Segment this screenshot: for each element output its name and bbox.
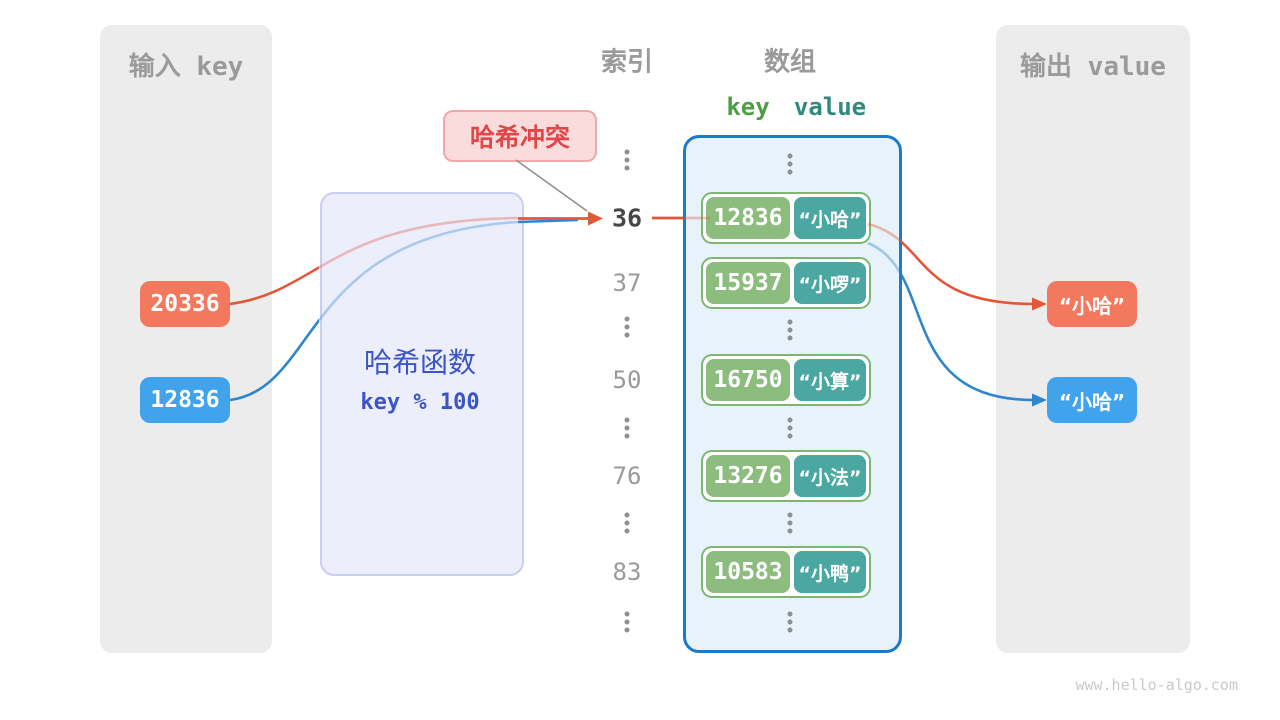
- index-50: 50: [612, 366, 642, 394]
- index-76: 76: [612, 462, 642, 490]
- hash-collision-label: 哈希冲突: [443, 110, 597, 162]
- ellipsis-dots: [787, 512, 793, 534]
- ellipsis-dots: [624, 316, 630, 338]
- row-value: “小算”: [794, 359, 866, 401]
- row-key: 12836: [706, 197, 790, 239]
- ellipsis-dots: [787, 319, 793, 341]
- row-key: 16750: [706, 359, 790, 401]
- row-value: “小哈”: [794, 197, 866, 239]
- ellipsis-dots: [787, 611, 793, 633]
- input-key-12836: 12836: [140, 377, 230, 423]
- hash-function-formula: key % 100: [360, 390, 480, 415]
- row-value: “小鸭”: [794, 551, 866, 593]
- input-key-20336: 20336: [140, 281, 230, 327]
- hash-function-title: 哈希函数: [363, 346, 476, 379]
- row-value: “小法”: [794, 455, 866, 497]
- value-header-label: value: [793, 93, 867, 121]
- output-value-blue: “小哈”: [1047, 377, 1137, 423]
- input-key-panel: [100, 25, 272, 653]
- input-panel-title: 输入 key: [128, 52, 244, 82]
- row-value: “小啰”: [794, 262, 866, 304]
- index-37: 37: [612, 269, 642, 297]
- output-value-orange: “小哈”: [1047, 281, 1137, 327]
- hash-function-box: [320, 192, 524, 576]
- array-row: 16750 “小算”: [701, 354, 871, 406]
- collision-pointer-line: [515, 159, 588, 212]
- ellipsis-dots: [787, 417, 793, 439]
- key-header-label: key: [726, 93, 770, 121]
- output-panel-title: 输出 value: [1020, 52, 1166, 82]
- hash-to-index-blue-line: [517, 218, 579, 224]
- ellipsis-dots: [624, 512, 630, 534]
- index-36: 36: [611, 203, 643, 233]
- row-key: 15937: [706, 262, 790, 304]
- output-value-panel: [996, 25, 1190, 653]
- array-title: 数组: [763, 47, 817, 78]
- ellipsis-dots: [624, 611, 630, 633]
- index-column-title: 索引: [600, 47, 654, 78]
- ellipsis-dots: [624, 149, 630, 171]
- watermark: www.hello-algo.com: [1075, 676, 1238, 694]
- array-row: 12836 “小哈”: [701, 192, 871, 244]
- index-83: 83: [612, 558, 642, 586]
- ellipsis-dots: [787, 153, 793, 175]
- array-row: 10583 “小鸭”: [701, 546, 871, 598]
- array-row: 15937 “小啰”: [701, 257, 871, 309]
- row-key: 10583: [706, 551, 790, 593]
- row-key: 13276: [706, 455, 790, 497]
- ellipsis-dots: [624, 417, 630, 439]
- arrowhead-to-index-36: [588, 211, 603, 226]
- array-row: 13276 “小法”: [701, 450, 871, 502]
